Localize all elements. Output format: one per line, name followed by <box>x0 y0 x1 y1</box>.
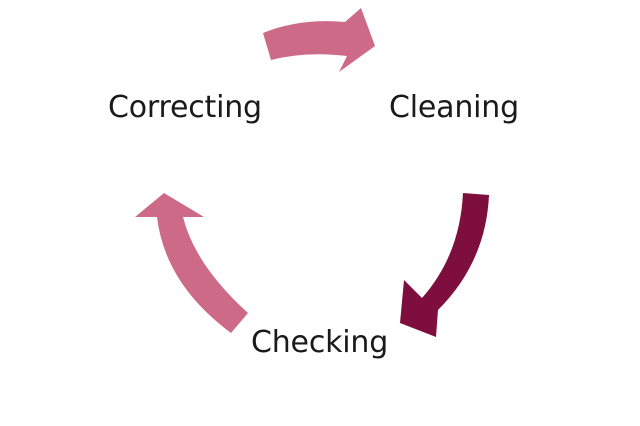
arrow-correcting-to-cleaning <box>263 8 375 72</box>
arrow-cleaning-to-checking <box>400 193 489 337</box>
arrow-checking-to-correcting <box>135 193 248 333</box>
stage-label-checking: Checking <box>251 325 389 360</box>
stage-label-correcting: Correcting <box>108 90 262 125</box>
stage-label-cleaning: Cleaning <box>389 90 519 125</box>
